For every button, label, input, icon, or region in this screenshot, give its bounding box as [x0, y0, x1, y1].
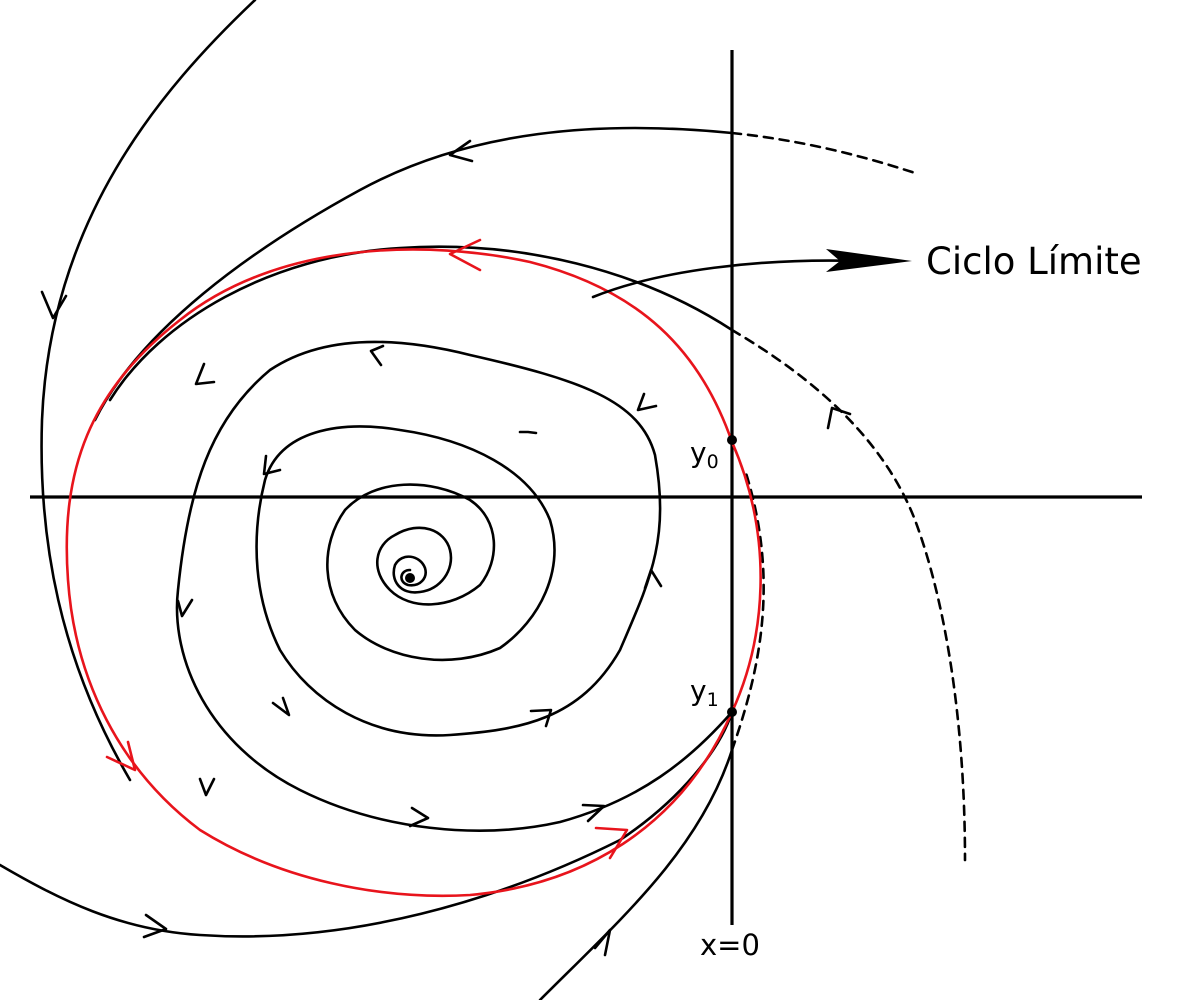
spiral-arrow-4: [518, 430, 538, 435]
arrow-upper: [448, 139, 474, 163]
spiral-arrow-1: [369, 344, 385, 367]
limit-cycle: [65, 248, 762, 898]
spiral-arrow-8: [271, 696, 291, 717]
arrow-bottom: [593, 928, 612, 957]
inner-spiral: [175, 340, 734, 832]
spiral-arrow-9: [529, 708, 553, 728]
spiral-arrow-7: [643, 568, 663, 590]
trajectory-bottom-dashed: [730, 468, 765, 752]
trajectory-upper-dashed: [730, 131, 917, 175]
spiral-arrow-11: [408, 806, 430, 828]
spiral-arrow-10: [198, 777, 216, 797]
trajectory-bottom: [538, 748, 734, 1000]
axis-label-x0: x=0: [700, 928, 760, 962]
spiral-arrow-2: [194, 362, 216, 386]
callout-arrow-head: [826, 249, 912, 272]
limit-cycle-label: Ciclo Límite: [926, 240, 1142, 283]
arrow-dashed-right: [826, 406, 852, 430]
trajectory-upper: [93, 126, 734, 422]
arrow-bottom-left: [142, 913, 168, 939]
trajectory-second-outer-dashed: [730, 328, 967, 862]
trajectory-outer-left: [40, 0, 257, 782]
label-y0: y0: [690, 436, 719, 473]
callout-arrow-line: [591, 259, 862, 299]
limit-cycle-arrow-left: [105, 740, 137, 772]
spiral-arrow-3: [636, 392, 658, 412]
point-y1: [727, 707, 737, 717]
trajectory-bottom-left: [0, 710, 734, 938]
spiral-arrow-5: [262, 454, 282, 476]
spiral-arrow-12: [581, 803, 606, 823]
arrow-outer-left: [40, 290, 68, 320]
spiral-arrow-6: [176, 598, 194, 618]
label-y1: y1: [690, 674, 719, 711]
limit-cycle-arrow-top: [448, 238, 482, 272]
limit-cycle-arrow-bottom: [594, 826, 629, 860]
trajectory-second-outer: [108, 245, 734, 402]
point-y0: [727, 435, 737, 445]
spiral-center: [405, 573, 415, 583]
